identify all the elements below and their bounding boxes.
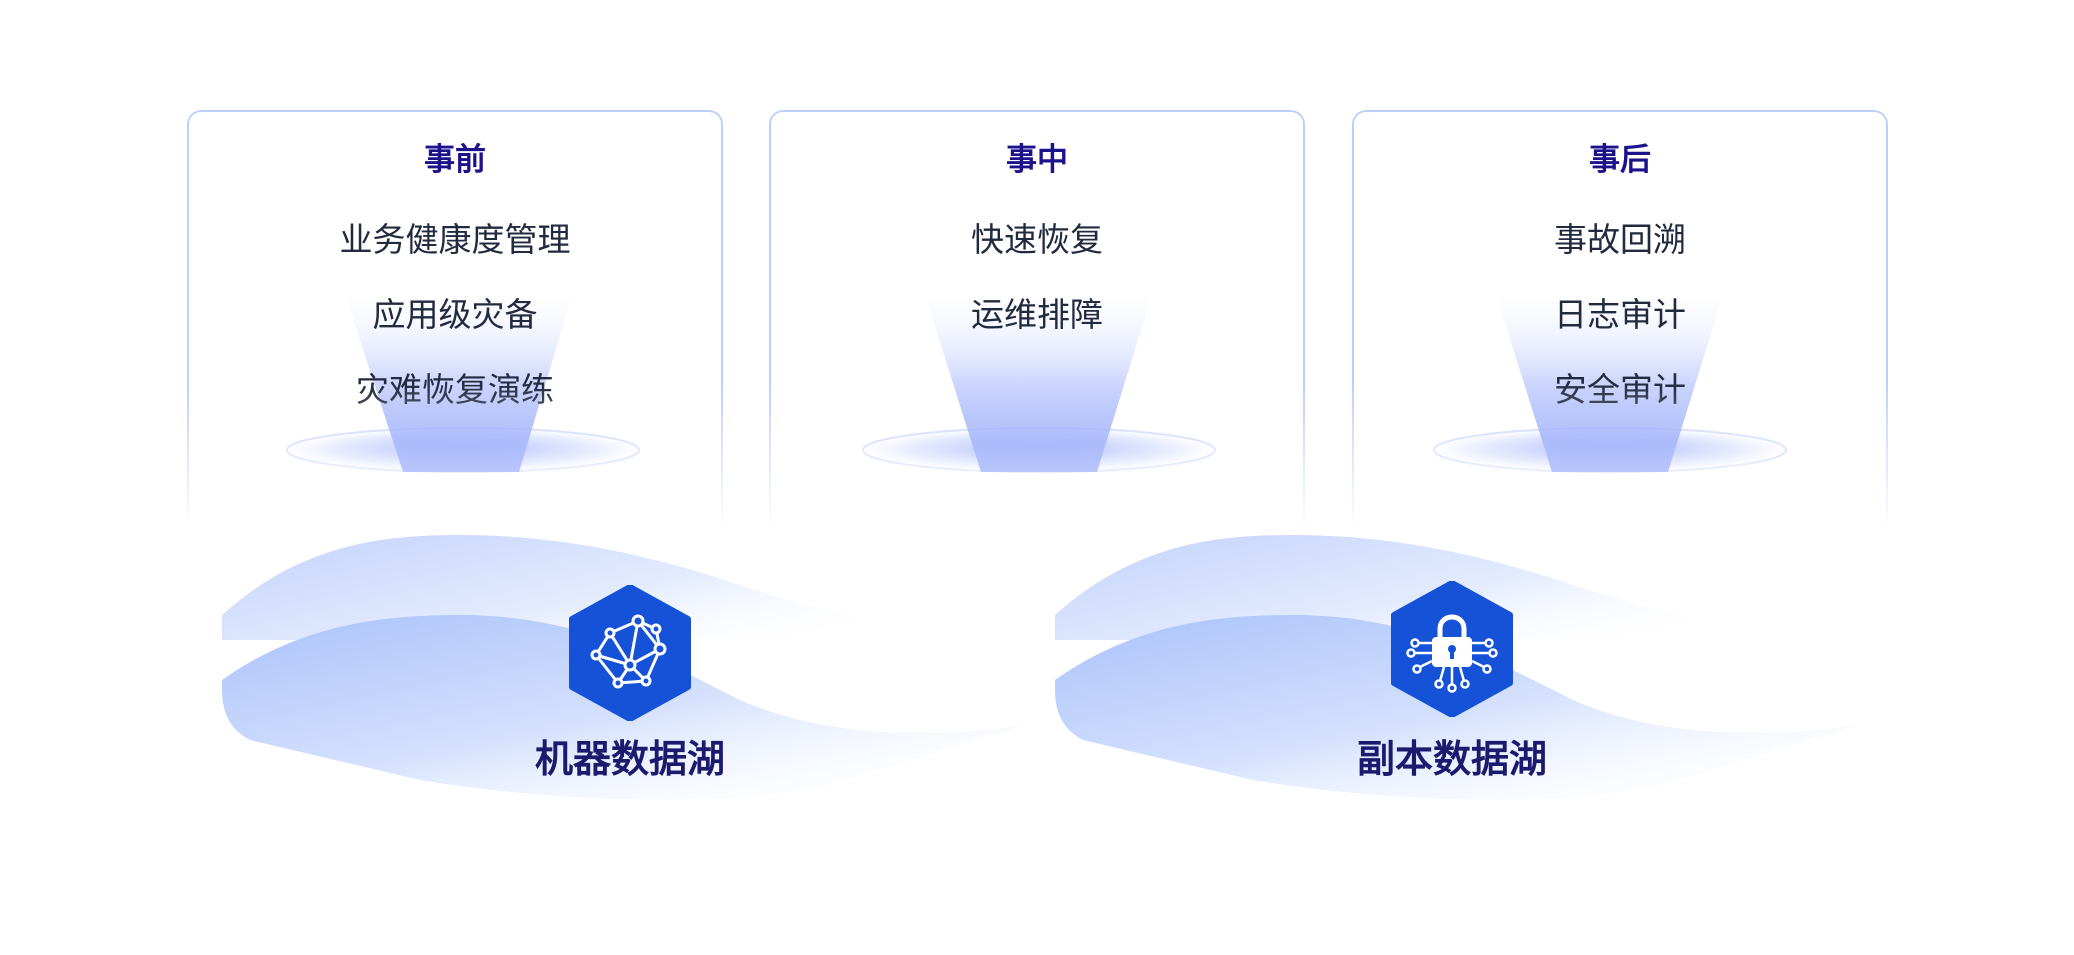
- stage-title: 事后: [1589, 142, 1651, 178]
- stage-item: 事故回溯: [1554, 220, 1686, 259]
- lake-label-replica: 副本数据湖: [1356, 737, 1547, 781]
- stage-card-during: 事中 快速恢复 运维排障: [769, 110, 1305, 530]
- security-lock-icon: [1391, 581, 1513, 717]
- stage-item: 灾难恢复演练: [356, 370, 554, 409]
- stage-item: 安全审计: [1554, 370, 1686, 409]
- stage-title: 事前: [424, 142, 486, 178]
- stage-title: 事中: [1006, 142, 1068, 178]
- network-nodes-icon: [569, 585, 691, 721]
- stage-card-after: 事后 事故回溯 日志审计 安全审计: [1352, 110, 1888, 530]
- stage-card-before: 事前 业务健康度管理 应用级灾备 灾难恢复演练: [187, 110, 723, 530]
- lake-label-machine: 机器数据湖: [534, 737, 725, 781]
- stage-item: 业务健康度管理: [339, 220, 571, 259]
- stage-item: 应用级灾备: [372, 295, 538, 334]
- stage-item: 运维排障: [971, 295, 1103, 334]
- light-beam: [862, 282, 1216, 473]
- light-beam: [1433, 282, 1787, 473]
- stage-item: 快速恢复: [971, 220, 1103, 259]
- light-beam: [286, 282, 640, 473]
- stage-item: 日志审计: [1554, 295, 1686, 334]
